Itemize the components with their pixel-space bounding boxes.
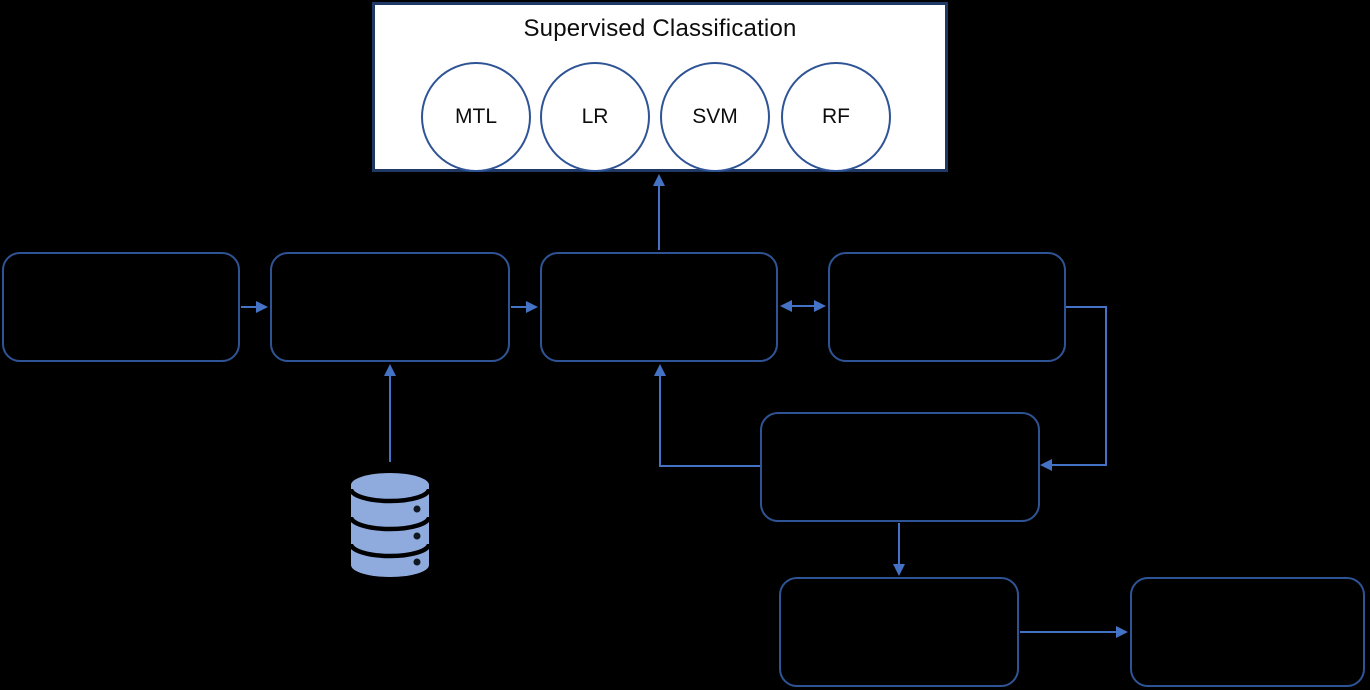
flow-node-5	[760, 412, 1040, 522]
model-label-svm: SVM	[692, 105, 738, 128]
model-label-lr: LR	[581, 105, 609, 128]
flow-node-4	[828, 252, 1066, 362]
model-circle-mtl: MTL	[421, 62, 531, 172]
model-circle-lr: LR	[540, 62, 650, 172]
database-icon	[348, 473, 432, 577]
flow-node-6	[779, 577, 1019, 687]
panel-title: Supervised Classification	[523, 15, 797, 42]
model-circle-rf: RF	[781, 62, 891, 172]
arrow-node3-node4-bidirectional	[780, 300, 826, 312]
model-circle-svm: SVM	[660, 62, 770, 172]
arrow-node3-to-panel	[653, 174, 665, 250]
arrow-node6-to-node7	[1020, 626, 1128, 638]
model-label-mtl: MTL	[455, 105, 497, 128]
flow-node-2	[270, 252, 510, 362]
arrow-node5-to-node3	[654, 364, 760, 467]
arrow-node2-to-node3	[511, 301, 538, 313]
model-label-rf: RF	[822, 105, 850, 128]
flow-node-1	[2, 252, 240, 362]
arrow-database-to-node2	[384, 364, 396, 462]
arrow-node1-to-node2	[241, 301, 268, 313]
flow-node-3	[540, 252, 778, 362]
supervised-classification-panel: Supervised Classification MTL LR SVM RF	[372, 2, 948, 172]
flow-node-7	[1130, 577, 1365, 687]
arrow-node5-to-node6	[893, 523, 905, 576]
